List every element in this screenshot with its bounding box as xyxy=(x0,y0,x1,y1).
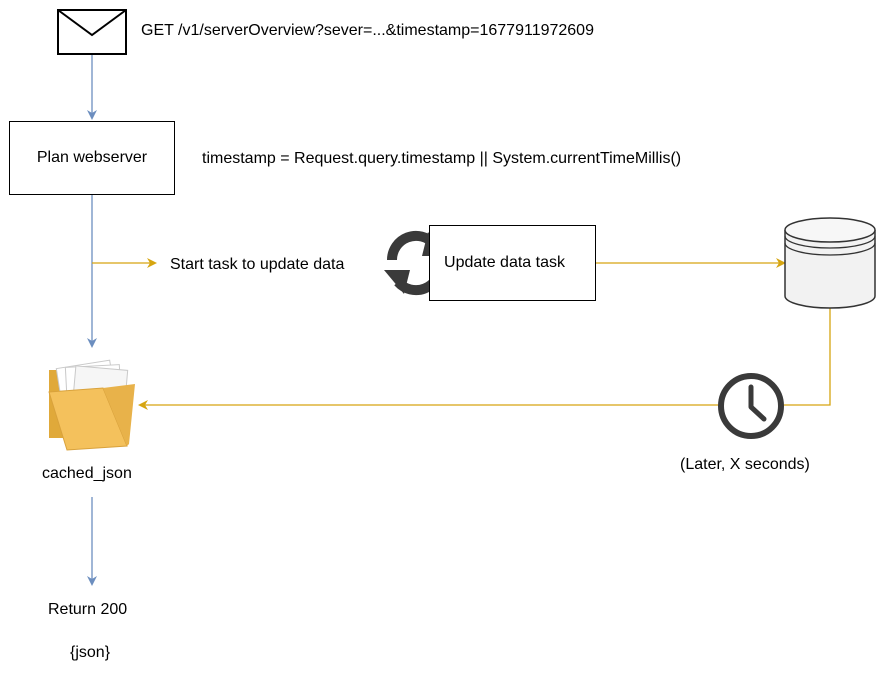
request-label: GET /v1/serverOverview?sever=...&timesta… xyxy=(141,22,594,39)
cache-label: cached_json xyxy=(42,465,132,482)
webserver-label: Plan webserver xyxy=(36,149,148,166)
clock-label: (Later, X seconds) xyxy=(680,456,810,473)
database-icon xyxy=(784,217,876,309)
envelope-icon xyxy=(57,9,127,55)
timestamp-note: timestamp = Request.query.timestamp || S… xyxy=(202,150,682,167)
arrow-database-to-cache xyxy=(138,308,831,410)
update-task-label: Update data task xyxy=(444,254,565,271)
return-status: Return 200 xyxy=(48,601,128,618)
update-task-box: Update data task xyxy=(429,225,596,301)
webserver-box: Plan webserver xyxy=(9,121,175,195)
clock-icon xyxy=(718,373,784,439)
start-task-label: Start task to update data xyxy=(170,256,345,273)
return-body: {json} xyxy=(70,644,111,661)
folder-icon xyxy=(48,359,135,451)
